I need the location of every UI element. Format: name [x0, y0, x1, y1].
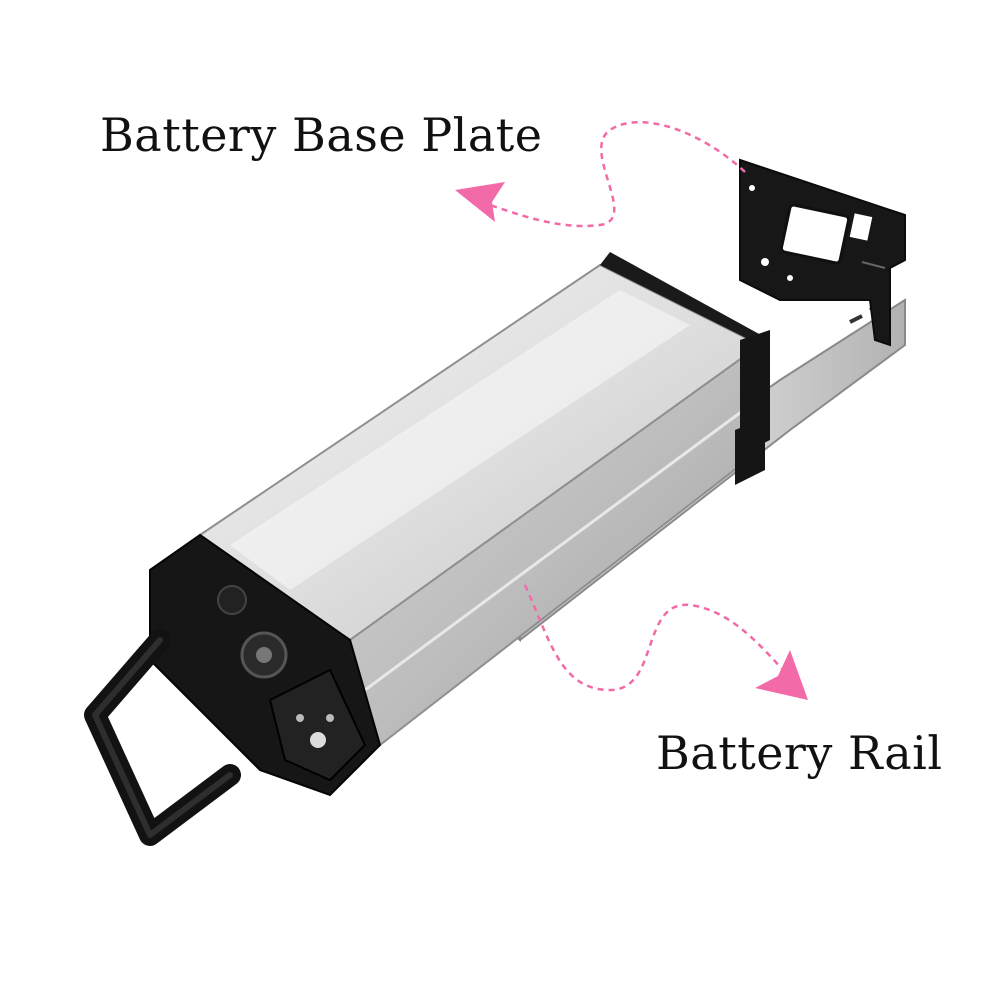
rail-label: Battery Rail: [656, 726, 943, 780]
base-plate-callout-arrow: [455, 121, 746, 228]
arrow-head-icon: [455, 182, 505, 222]
rail-callout-arrow: [523, 584, 808, 700]
base-plate-label: Battery Base Plate: [100, 108, 543, 162]
battery-housing: [149, 252, 770, 797]
carry-handle: [84, 629, 241, 846]
arrow-head-icon: [755, 650, 808, 700]
battery-base-plate: [739, 158, 906, 347]
